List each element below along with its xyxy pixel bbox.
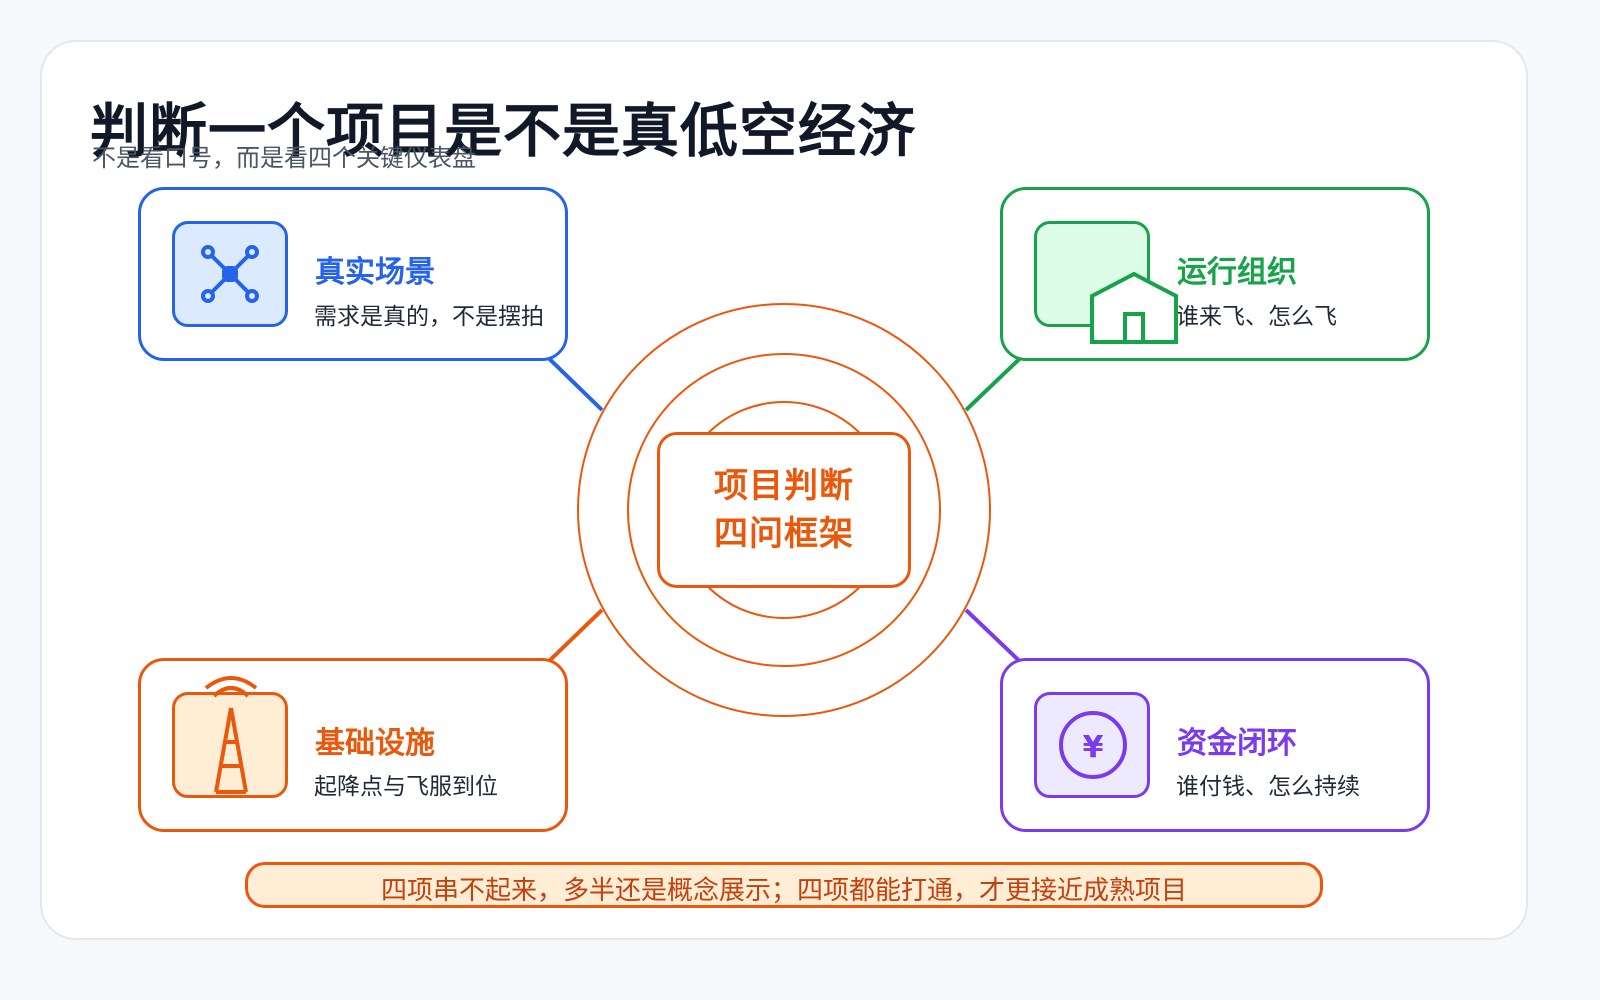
center-line-2: 四问框架 xyxy=(714,514,854,554)
conclusion-banner: 四项串不起来，多半还是概念展示；四项都能打通，才更接近成熟项目 xyxy=(245,862,1323,908)
icon-tile-funding xyxy=(1034,692,1150,798)
quadrant-funding-desc: 谁付钱、怎么持续 xyxy=(1176,774,1360,800)
house-icon xyxy=(1090,271,1178,344)
conclusion-text: 四项串不起来，多半还是概念展示；四项都能打通，才更接近成熟项目 xyxy=(380,876,1187,906)
quadrant-funding-title: 资金闭环 xyxy=(1177,726,1297,761)
outer-ring xyxy=(577,303,991,717)
quadrant-ops-desc: 谁来飞、怎么飞 xyxy=(1176,304,1337,330)
quadrant-infra-title: 基础设施 xyxy=(315,726,435,761)
signal-tower-icon xyxy=(204,676,258,794)
quadrant-ops-title: 运行组织 xyxy=(1177,255,1297,290)
yuan-coin-icon: ¥ xyxy=(1059,711,1127,779)
quadrant-scene-desc: 需求是真的，不是摆拍 xyxy=(314,304,544,330)
page-title: 判断一个项目是不是真低空经济 xyxy=(90,97,917,165)
quadrant-infra-desc: 起降点与飞服到位 xyxy=(314,774,498,800)
center-line-1: 项目判断 xyxy=(714,466,854,506)
center-box: 项目判断 四问框架 xyxy=(657,432,911,588)
page-subtitle: 不是看口号，而是看四个关键仪表盘 xyxy=(92,144,476,172)
middle-ring xyxy=(627,353,941,667)
quadrant-scene-title: 真实场景 xyxy=(315,255,435,290)
yuan-symbol: ¥ xyxy=(1083,730,1104,765)
drone-icon xyxy=(201,245,259,303)
